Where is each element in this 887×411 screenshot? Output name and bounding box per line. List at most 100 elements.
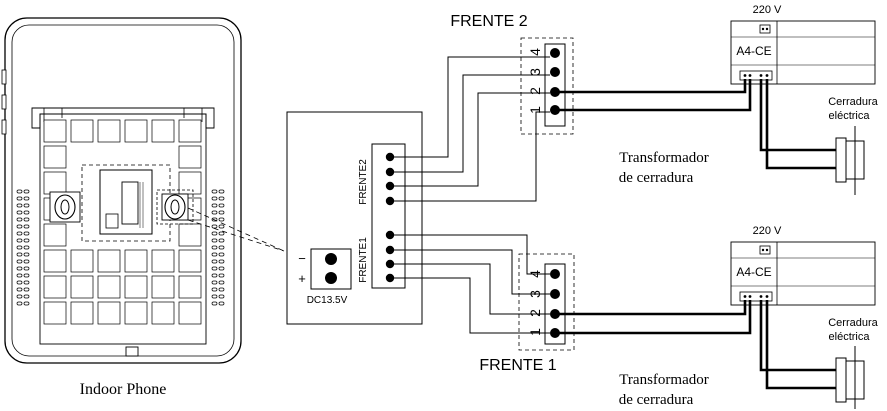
frente2-terminal: FRENTE 2 4 3 2 1 [450,13,574,135]
vent-slot [16,231,23,236]
vent-slot [16,189,23,194]
plate-square [178,119,202,143]
top-lock-label-line1: Cerradura [828,96,878,108]
distribution-box: FRENTE2 FRENTE1 − + DC13.5V [286,111,423,325]
vent-slot [16,224,23,229]
vent-slot [23,224,30,229]
vent-slot [16,238,23,243]
vent-slot [218,224,225,229]
vent-slot [16,196,23,201]
frente1-pin-label: 2 [527,309,543,317]
vent-slot [211,203,218,208]
vent-slot [211,294,218,299]
vent-slot [211,238,218,243]
vent-slot [16,294,23,299]
top-psu-to-pin1-wire [555,79,752,112]
phone-side-tab [1,94,7,110]
vent-slot [218,287,225,292]
power-supply-label: DC13.5V [307,295,348,306]
frente2-pin-3 [550,67,560,77]
vent-slot [211,266,218,271]
plate-square [151,119,175,143]
bottom-transformer-line1: Transformador [619,372,708,388]
plate-square [43,301,67,325]
vent-slot [218,280,225,285]
plate-square [43,249,67,273]
vent-slot [16,252,23,257]
vent-slot [23,231,30,236]
top-voltage-label: 220 V [753,4,782,16]
bottom-lock-frame [835,357,847,403]
plate-square [97,119,121,143]
vent-slot [218,210,225,215]
vent-slot [211,210,218,215]
vent-slot [218,196,225,201]
vent-slot [218,217,225,222]
bottom-psu-to-pin1-wire [555,300,752,335]
top-electric-lock: Cerradura eléctrica [828,96,879,195]
vent-slot [23,238,30,243]
plate-square [43,119,67,143]
top-psu-to-pin2-wire [555,79,747,94]
mounting-plate [39,113,207,345]
plate-square [178,145,202,169]
screw-mount-left [49,191,81,223]
vent-slot [23,203,30,208]
bottom-psu-input-terminal [759,245,771,255]
bottom-voltage-label: 220 V [753,225,782,237]
wire-f2-pin4 [390,56,550,158]
frente2-pin-4 [550,48,560,58]
vent-slot [218,259,225,264]
wire-f1-pin2 [390,263,550,315]
vent-slot [211,273,218,278]
vent-slot [23,266,30,271]
wire-f1-pin4 [390,234,550,275]
plate-square [151,249,175,273]
vent-slot [23,273,30,278]
phone-inner-body [11,24,235,357]
vent-slots [16,189,225,306]
plate-square [124,301,148,325]
wire-f2-pin3 [390,74,550,173]
plate-square [43,145,67,169]
top-transformer-line1: Transformador [619,150,708,166]
vent-slot [218,203,225,208]
vent-slot [16,259,23,264]
frente2-terminal-label: FRENTE2 [358,159,369,205]
vent-slot [218,189,225,194]
vent-slot [23,245,30,250]
bottom-psu-model: A4-CE [736,265,771,279]
vent-slot [218,252,225,257]
power-pin-plus [325,272,337,284]
vent-slot [23,210,30,215]
bottom-psu-to-pin2-wire [555,300,747,316]
plate-square [124,249,148,273]
terminal-dots [385,152,395,283]
frente2-title: FRENTE 2 [450,13,527,30]
vent-slot [23,217,30,222]
frente1-terminal-label: FRENTE1 [358,237,369,283]
frente2-pin-label: 1 [527,106,543,114]
vent-slot [23,294,30,299]
vent-slot [218,273,225,278]
frente1-terminal-block [544,263,566,345]
frente1-pin-3 [550,289,560,299]
top-power-supply: 220 V A4-CE [730,4,876,85]
vent-slot [211,280,218,285]
vent-slot [16,287,23,292]
top-psu-to-lock-wire [765,79,840,170]
bottom-psu-output-terminals [739,291,773,302]
plate-square [124,275,148,299]
bottom-transformer-line2: de cerradura [619,392,694,408]
vent-slot [211,259,218,264]
vent-slot [23,287,30,292]
frente1-pin-4 [550,269,560,279]
vent-slot [218,266,225,271]
vent-slot [23,189,30,194]
frente1-title: FRENTE 1 [479,357,556,374]
bottom-lock-label-line2: eléctrica [829,331,871,343]
vent-slot [16,273,23,278]
plate-square [43,223,67,247]
top-psu-model: A4-CE [736,44,771,58]
